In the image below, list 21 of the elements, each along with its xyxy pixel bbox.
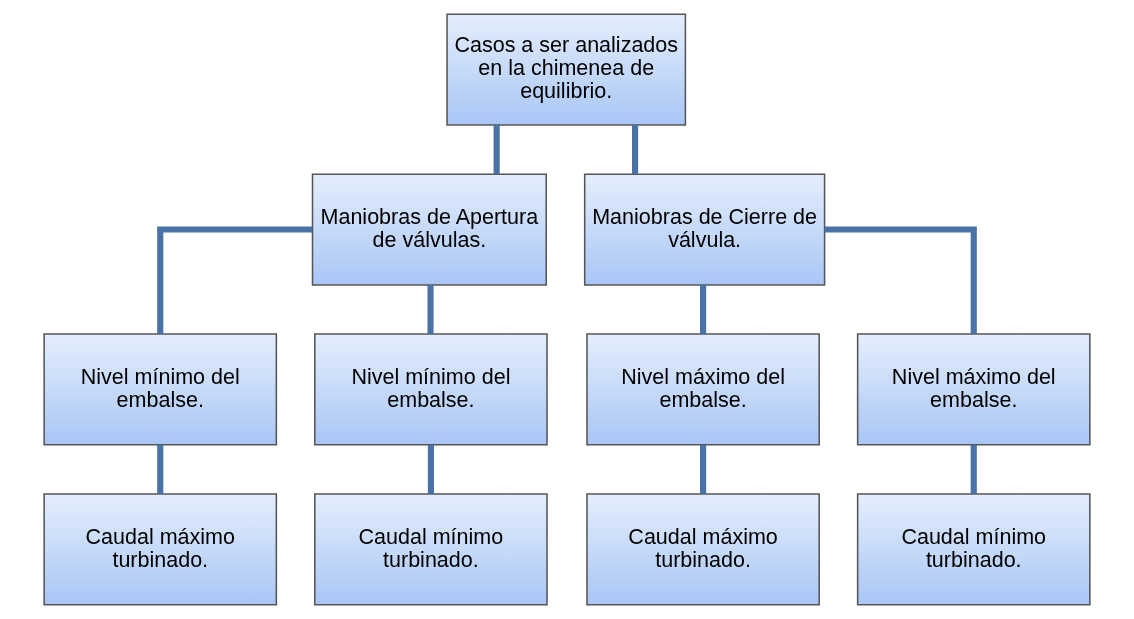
connector — [157, 444, 164, 494]
node-box: Nivel máximo del embalse. — [586, 333, 820, 446]
connector — [631, 125, 639, 175]
connector — [427, 444, 434, 494]
node-box: Caudal máximo turbinado. — [43, 493, 278, 606]
connector — [493, 125, 500, 175]
node-box: Caudal máximo turbinado. — [586, 493, 820, 606]
node-box: Maniobras de Apertura de válvulas. — [311, 173, 547, 286]
node-box: Nivel máximo del embalse. — [856, 333, 1091, 446]
node-box: Nivel mínimo del embalse. — [314, 333, 548, 446]
node-box: Nivel mínimo del embalse. — [43, 333, 278, 446]
node-box: Casos a ser analizados en la chimenea de equilibrio. — [446, 13, 687, 126]
node-box: Caudal mínimo turbinado. — [314, 493, 548, 606]
connector — [970, 444, 977, 494]
node-box: Maniobras de Cierre de válvula. — [583, 173, 826, 286]
connector — [824, 226, 977, 334]
connector — [700, 444, 707, 494]
node-box: Caudal mínimo turbinado. — [856, 493, 1091, 606]
connector — [700, 285, 707, 335]
connector — [157, 226, 313, 334]
connector — [427, 285, 434, 335]
